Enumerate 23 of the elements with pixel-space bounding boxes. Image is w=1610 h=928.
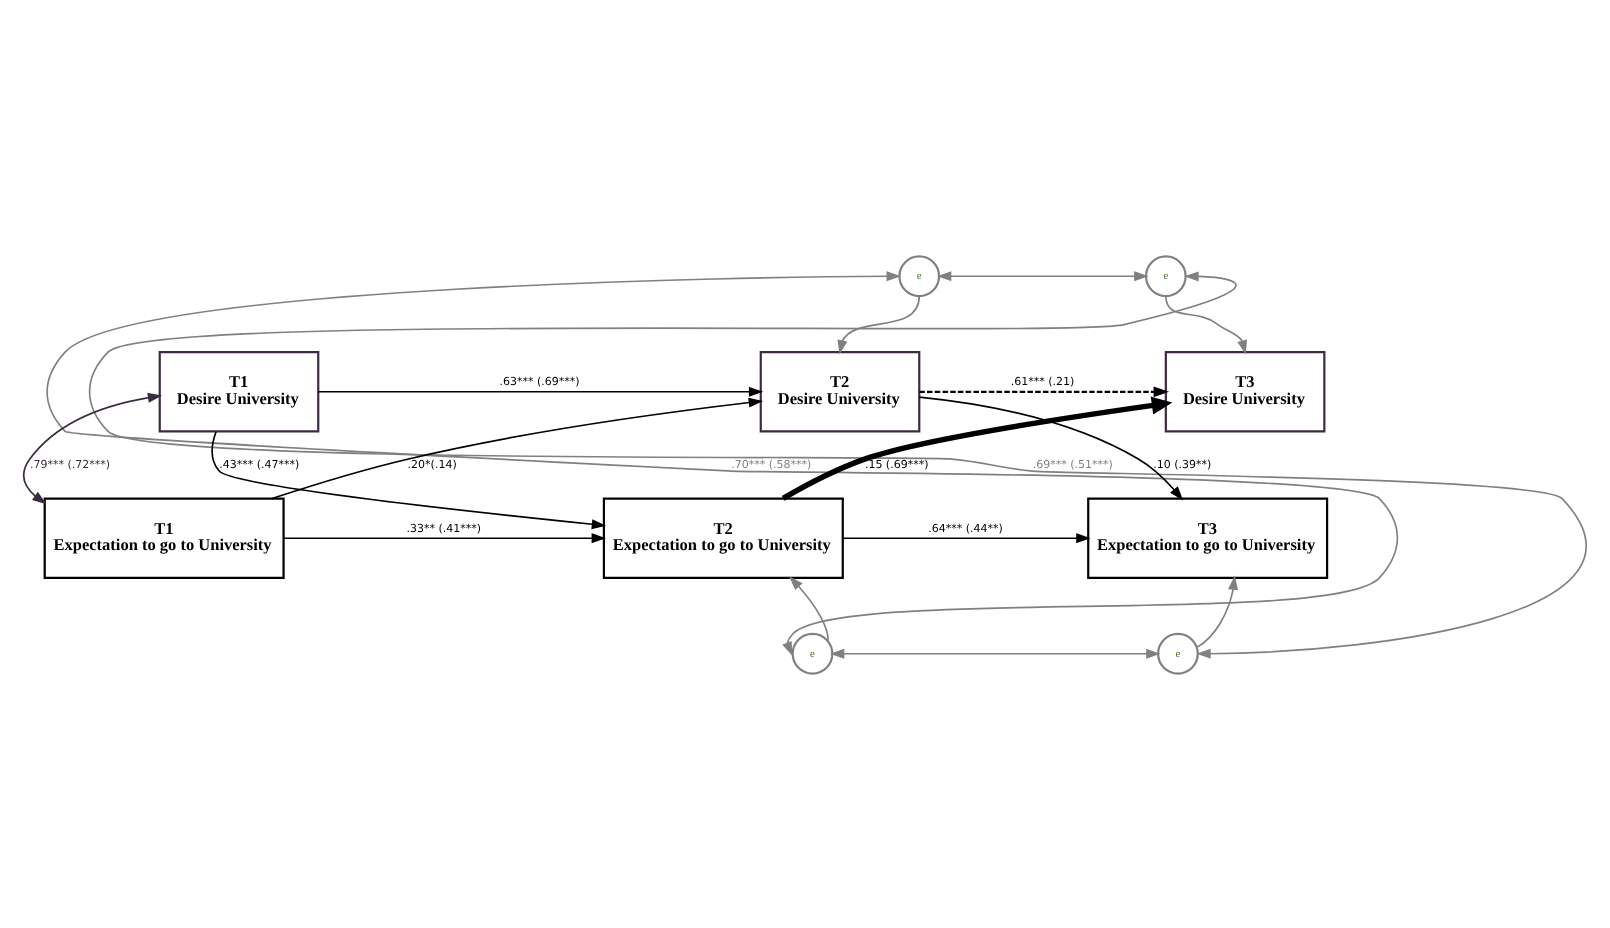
- arrow: [88, 270, 1587, 658]
- arrow: [781, 395, 1173, 500]
- arrow: [211, 429, 607, 529]
- node-box: T3 Expectation to go to University: [1087, 496, 1329, 578]
- arrow: [271, 396, 764, 499]
- arrow: [789, 575, 829, 641]
- arrow: [937, 270, 1149, 281]
- arrow: [317, 385, 764, 396]
- node-box: T2 Expectation to go to University: [602, 496, 844, 578]
- node-box: T1 Desire University: [158, 350, 320, 432]
- arrow: [919, 385, 1170, 397]
- arrow: [282, 532, 606, 543]
- arrow: [22, 391, 163, 504]
- arrow: [46, 270, 1399, 656]
- arrow: [837, 294, 921, 354]
- node-box: T2 Desire University: [759, 350, 921, 432]
- arrow: [842, 532, 1091, 543]
- node-box: T1 Expectation to go to University: [43, 496, 285, 578]
- node-box: T3 Desire University: [1164, 350, 1326, 432]
- arrow: [918, 395, 1184, 500]
- arrow: [1165, 294, 1248, 354]
- arrow: [1196, 574, 1239, 648]
- arrow: [830, 647, 1161, 658]
